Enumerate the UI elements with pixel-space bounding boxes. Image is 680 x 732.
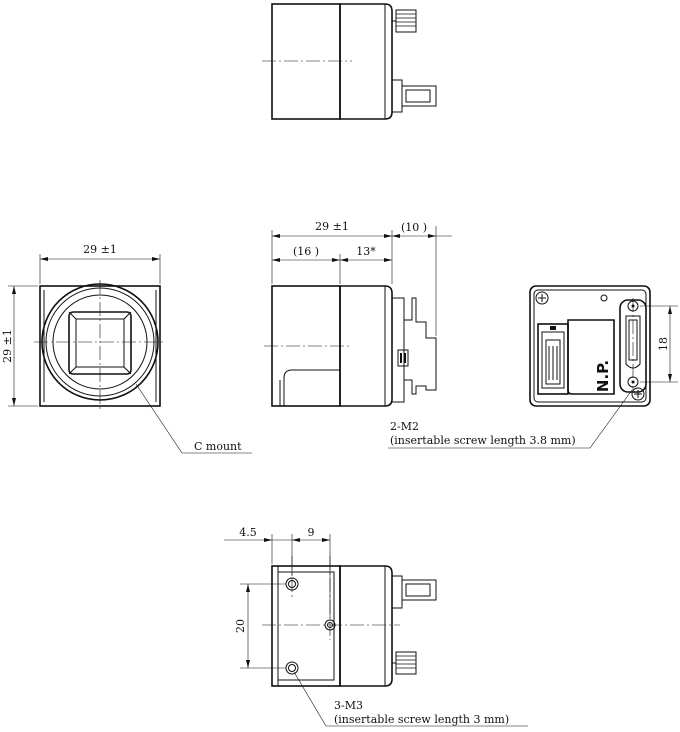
side-cable-dimension: (10 ) [392, 221, 452, 336]
bottom-view [262, 556, 437, 687]
side-length-dimension: 29 ±1 [271, 220, 393, 284]
side-view-connector [392, 297, 437, 403]
bottom-hole-spacing-y-label: 20 [234, 619, 247, 633]
bottom-view-screw-knurl [392, 651, 417, 675]
front-width-dimension: 29 ±1 [39, 243, 161, 284]
front-height-label: 29 ±1 [1, 329, 14, 363]
bottom-screw-callout: 3-M3 (insertable screw length 3 mm) [293, 671, 528, 727]
side-length-label: 29 ±1 [315, 220, 349, 233]
side-front-part-label: (16 ) [293, 245, 319, 258]
top-view-connector [391, 79, 437, 113]
bottom-screw-count: 3-M3 [334, 699, 363, 712]
side-rear-part-label: 13* [356, 245, 376, 258]
front-width-label: 29 ±1 [83, 243, 117, 256]
front-height-dimension: 29 ±1 [1, 285, 38, 407]
bottom-offset-label: 4.5 [239, 526, 257, 539]
top-view [262, 3, 437, 120]
rear-led-indicator [600, 294, 608, 302]
rear-pitch-dimension: 18 [640, 305, 678, 383]
rear-screw-callout: 2-M2 (insertable screw length 3.8 mm) [388, 389, 633, 449]
c-mount-label: C mount [194, 440, 242, 453]
rear-pitch-label: 18 [657, 337, 670, 351]
bottom-view-connector [391, 575, 437, 609]
bottom-horizontal-dimensions: 4.5 9 [224, 526, 331, 618]
rear-io-connector [537, 323, 569, 395]
rear-screw-top-left [535, 291, 549, 305]
rear-view: N.P. [529, 285, 651, 407]
bottom-vertical-dimension: 20 [234, 583, 286, 669]
np-mark: N.P. [594, 360, 612, 392]
side-partial-dimensions: (16 ) 13* [272, 245, 392, 284]
bottom-hole-spacing-x-label: 9 [308, 526, 315, 539]
c-mount-callout: C mount [135, 383, 252, 454]
top-view-screw-knurl [392, 9, 417, 33]
rear-screw-count: 2-M2 [390, 420, 419, 433]
side-cable-part-label: (10 ) [401, 221, 427, 234]
rear-screw-note: (insertable screw length 3.8 mm) [390, 434, 576, 447]
front-view [34, 280, 166, 410]
rear-screw-bottom-right [631, 387, 645, 401]
bottom-hole-bottom [285, 661, 299, 675]
side-view [264, 285, 437, 407]
bottom-screw-note: (insertable screw length 3 mm) [334, 713, 509, 726]
